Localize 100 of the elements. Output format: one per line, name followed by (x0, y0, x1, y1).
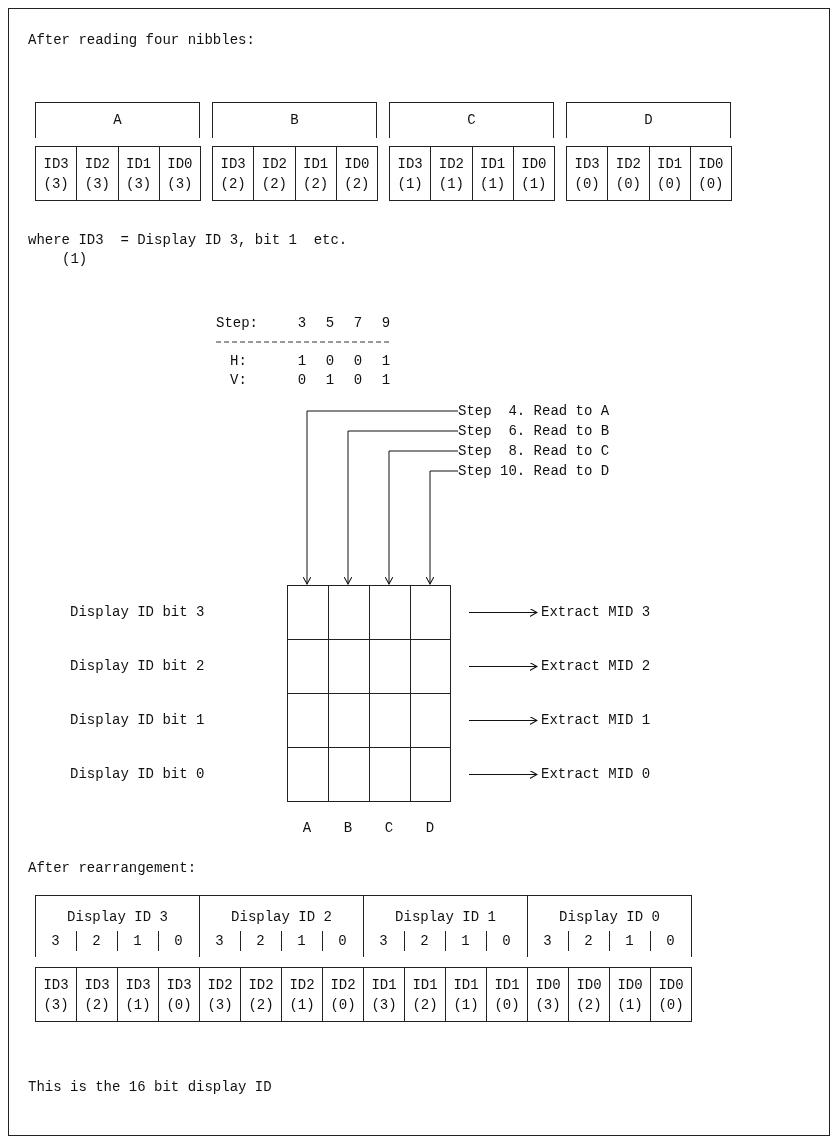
table-value: 7 (353, 314, 363, 332)
arrow (468, 608, 538, 617)
header-text: Display ID 2 (230, 908, 333, 926)
bit-cell: ID0 (2) (335, 146, 378, 201)
bit-cell: ID3 (0) (566, 146, 609, 201)
note-text: After reading four nibbles: (28, 31, 255, 49)
arrow (468, 662, 538, 671)
row-label: Display ID bit 0 (70, 765, 205, 783)
bit-cell: ID2 (3) (76, 146, 119, 201)
bit-cell: ID0 (3) (527, 967, 569, 1022)
bit-cell: ID3 (2) (212, 146, 255, 201)
header-text: Display ID 0 (558, 908, 661, 926)
bit-cell: ID1 (3) (363, 967, 405, 1022)
bit-number: 2 (255, 932, 266, 950)
extract-label: Extract MID 3 (541, 603, 651, 621)
bit-cell: ID0 (3) (158, 146, 201, 201)
bit-cell: ID3 (2) (76, 967, 118, 1022)
header-text: A (112, 111, 123, 129)
header-box (35, 895, 200, 957)
bit-cell: ID1 (1) (445, 967, 487, 1022)
header-box (389, 102, 554, 138)
note-text: This is the 16 bit display ID (28, 1078, 272, 1096)
header-text: C (466, 111, 477, 129)
extract-label: Extract MID 2 (541, 657, 651, 675)
bit-cell: ID0 (2) (568, 967, 610, 1022)
bit-cell: ID2 (3) (199, 967, 241, 1022)
table-value: 0 (353, 352, 363, 370)
bit-cell: ID1 (2) (404, 967, 446, 1022)
bit-cell: ID1 (3) (117, 146, 160, 201)
grid-row (287, 585, 451, 640)
row-heading: Step: (216, 314, 258, 332)
bit-cell: ID2 (0) (607, 146, 650, 201)
bit-cell: ID3 (0) (158, 967, 200, 1022)
leader-arrow (302, 410, 459, 585)
leader-arrow (343, 430, 459, 585)
bit-cell: ID0 (1) (512, 146, 555, 201)
row-heading: V: (230, 371, 247, 389)
step-label: Step 10. Read to D (458, 462, 610, 480)
bit-cell: ID1 (1) (471, 146, 514, 201)
bit-cell: ID2 (2) (240, 967, 282, 1022)
row-label: Display ID bit 1 (70, 711, 205, 729)
bit-cell: ID3 (1) (117, 967, 159, 1022)
bit-cell: ID2 (1) (430, 146, 473, 201)
subscript-text: (1) (62, 250, 88, 268)
arrow (468, 770, 538, 779)
bit-number: 0 (337, 932, 348, 950)
table-value: 1 (381, 371, 391, 389)
bit-number: 1 (296, 932, 307, 950)
bit-number: 2 (583, 932, 594, 950)
step-label: Step 6. Read to B (458, 422, 610, 440)
bit-number: 1 (624, 932, 635, 950)
header-box (35, 102, 200, 138)
row-label: Display ID bit 3 (70, 603, 205, 621)
grid-row (287, 639, 451, 694)
bit-cell: ID1 (2) (294, 146, 337, 201)
bit-cell: ID3 (1) (389, 146, 432, 201)
bit-number: 3 (378, 932, 389, 950)
bit-cell: ID1 (0) (486, 967, 528, 1022)
leader-arrow (425, 470, 459, 585)
note-text: After rearrangement: (28, 859, 197, 877)
note-text: where ID3 = Display ID 3, bit 1 etc. (28, 231, 348, 249)
leader-arrow (384, 450, 459, 585)
column-label: A (302, 819, 312, 837)
header-text: B (289, 111, 300, 129)
grid-row (287, 693, 451, 748)
bit-cell: ID2 (1) (281, 967, 323, 1022)
header-box (527, 895, 692, 957)
bit-number: 1 (132, 932, 143, 950)
bit-cell: ID1 (0) (648, 146, 691, 201)
bit-cell: ID3 (3) (35, 967, 77, 1022)
bit-number: 2 (419, 932, 430, 950)
table-value: 9 (381, 314, 391, 332)
table-value: 0 (325, 352, 335, 370)
table-value: 1 (325, 371, 335, 389)
header-box (566, 102, 731, 138)
step-label: Step 8. Read to C (458, 442, 610, 460)
table-value: 0 (353, 371, 363, 389)
arrow (468, 716, 538, 725)
bit-number: 1 (460, 932, 471, 950)
column-label: D (425, 819, 435, 837)
bit-number: 0 (173, 932, 184, 950)
extract-label: Extract MID 1 (541, 711, 651, 729)
bit-number: 3 (542, 932, 553, 950)
column-label: C (384, 819, 394, 837)
bit-number: 0 (665, 932, 676, 950)
header-text: D (643, 111, 654, 129)
bit-cell: ID2 (2) (253, 146, 296, 201)
header-text: Display ID 3 (66, 908, 169, 926)
extract-label: Extract MID 0 (541, 765, 651, 783)
bit-cell: ID3 (3) (35, 146, 78, 201)
table-value: 0 (297, 371, 307, 389)
step-label: Step 4. Read to A (458, 402, 610, 420)
table-value: 3 (297, 314, 307, 332)
table-value: 1 (297, 352, 307, 370)
table-value: 1 (381, 352, 391, 370)
header-box (212, 102, 377, 138)
bit-cell: ID0 (0) (689, 146, 732, 201)
bit-cell: ID2 (0) (322, 967, 364, 1022)
bit-number: 2 (91, 932, 102, 950)
row-heading: H: (230, 352, 247, 370)
